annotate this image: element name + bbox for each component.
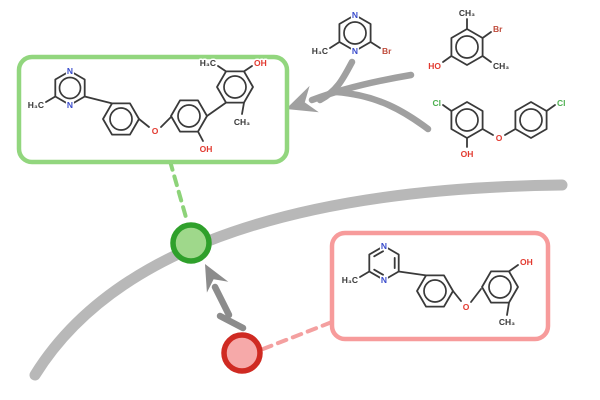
atom-label-ch3: CH₃ (499, 317, 515, 327)
transition-arrow-group (205, 264, 247, 332)
atom-label-cl: Cl (433, 98, 442, 108)
molecule-fragment-dimethylphenol: CH₃ Br CH₃ HO (427, 7, 511, 73)
landscape-arc (29, 179, 568, 381)
aromatic-circle (455, 35, 479, 59)
red-node (221, 332, 263, 374)
atom-label-n: N (67, 100, 73, 110)
bond-oh (197, 130, 204, 142)
bond-ring-link (397, 270, 427, 277)
bond-methyl (45, 95, 57, 103)
bond-methyl (359, 270, 371, 278)
aromatic-circle (223, 75, 247, 99)
atom-label-o: O (496, 133, 503, 143)
bond-ether-left (138, 118, 150, 128)
red-compound-box (329, 230, 551, 342)
bond-ch3-topleft (217, 65, 227, 73)
transition-arrow-tail-bar (216, 312, 247, 332)
bond-oh (508, 264, 519, 273)
double-bond (373, 250, 385, 258)
green-dashed-connector (168, 159, 189, 223)
aromatic-circle (343, 21, 367, 45)
transition-arrow-shaft (211, 283, 233, 319)
phenol-ring (481, 270, 519, 304)
atom-label-oh: OH (254, 58, 267, 68)
merge-curve-ether (332, 88, 432, 133)
aromatic-circle (58, 76, 82, 100)
aromatic-circle (423, 279, 447, 303)
transition-arrowhead-icon (205, 264, 229, 293)
atom-label-methyl: H₃C (28, 100, 44, 110)
atom-label-ch3: CH₃ (459, 8, 475, 18)
molecule-lead: N N H₃C O OH CH₃ (340, 240, 534, 329)
atom-label-o: O (152, 126, 159, 136)
bond-br (369, 41, 381, 49)
green-compound-box (16, 54, 290, 165)
atom-label-oh: OH (200, 144, 213, 154)
molecule-product: N N H₃C O OH H₃C OH CH₃ (26, 57, 268, 156)
bond-ether-left (481, 128, 494, 136)
bond-biphenyl (206, 101, 227, 117)
atom-label-methyl: H₃C (342, 275, 358, 285)
atom-label-cl: Cl (557, 98, 566, 108)
atom-label-ch3: H₃C (200, 58, 216, 68)
bond-ether-right (504, 128, 517, 136)
atom-label-n: N (67, 66, 73, 76)
bond-ho (442, 55, 453, 63)
atom-label-br: Br (382, 46, 392, 56)
merge-arrowhead-icon (286, 85, 319, 113)
atom-label-ho: HO (428, 61, 441, 71)
atom-label-n: N (352, 46, 358, 56)
atom-label-ch3: CH₃ (493, 61, 509, 71)
atom-label-methyl: H₃C (312, 46, 328, 56)
bond-methyl (329, 41, 341, 49)
molecule-fragment-ether: Cl OH O Cl (431, 97, 567, 161)
atom-label-oh: OH (461, 149, 474, 159)
bond-ether-left (452, 290, 462, 302)
bond-ch3-bottom (481, 55, 492, 63)
aromatic-circle (455, 108, 479, 132)
aromatic-circle (519, 108, 543, 132)
bond-ring-link (83, 95, 113, 105)
bond-br (481, 31, 492, 39)
bond-cl-right (545, 104, 556, 112)
atom-label-ch3: CH₃ (234, 117, 250, 127)
aromatic-circle (177, 104, 201, 128)
bond-cl-left (442, 104, 453, 112)
aromatic-circle (109, 107, 133, 131)
green-node (170, 222, 212, 264)
atom-label-n: N (381, 275, 387, 285)
merge-arrow-group (286, 58, 432, 133)
atom-label-br: Br (493, 24, 503, 34)
molecule-fragment-pyrazine: N N Br H₃C (310, 9, 393, 58)
bond-oh-topright (243, 65, 253, 73)
pyrazine-ring (368, 245, 400, 281)
aromatic-circle (488, 275, 512, 299)
pyrazine-ring (54, 70, 86, 106)
atom-label-n: N (352, 10, 358, 20)
merge-curve-pyrazine (316, 58, 356, 104)
bond-ch3 (506, 301, 510, 316)
bond-ch3-bottom (241, 101, 245, 115)
red-dashed-connector (261, 320, 334, 351)
pyrazine-ring (338, 14, 372, 52)
atom-label-oh: OH (520, 257, 533, 267)
atom-label-n: N (381, 241, 387, 251)
bond-ether-right (470, 288, 482, 303)
atom-label-o: O (463, 302, 470, 312)
bond-ether-right (160, 116, 172, 128)
double-bond (373, 268, 385, 276)
